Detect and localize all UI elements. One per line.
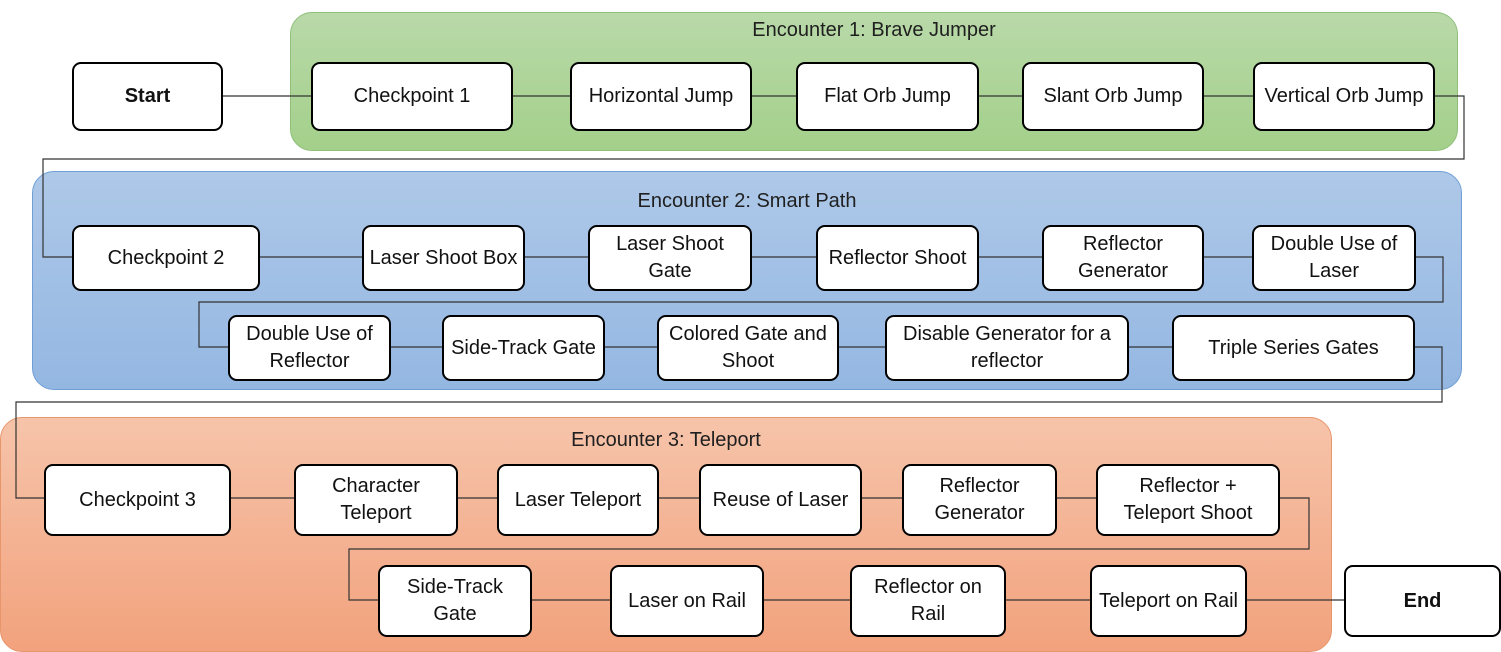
laser-shoot-box-node: Laser Shoot Box [362, 225, 525, 291]
laser-teleport-node: Laser Teleport [497, 464, 659, 536]
reflector-on-rail-node: Reflector on Rail [850, 565, 1006, 637]
start-node: Start [72, 62, 223, 131]
teleport-on-rail-node: Teleport on Rail [1090, 565, 1247, 637]
checkpoint-3-node: Checkpoint 3 [44, 464, 231, 536]
reflector-shoot-node: Reflector Shoot [816, 225, 979, 291]
side-track-gate-node: Side-Track Gate [442, 315, 605, 381]
triple-series-gates-node: Triple Series Gates [1172, 315, 1415, 381]
reflector-teleport-shoot-node: Reflector + Teleport Shoot [1096, 464, 1280, 536]
encounter-2-title: Encounter 2: Smart Path [637, 190, 857, 212]
side-track-gate-3-node: Side-Track Gate [378, 565, 532, 637]
colored-gate-and-shoot-node: Colored Gate and Shoot [657, 315, 839, 381]
reflector-generator-node: Reflector Generator [1042, 225, 1204, 291]
disable-generator-node: Disable Generator for a reflector [885, 315, 1129, 381]
horizontal-jump-node: Horizontal Jump [570, 62, 752, 131]
laser-shoot-gate-node: Laser Shoot Gate [588, 225, 752, 291]
reuse-of-laser-node: Reuse of Laser [699, 464, 862, 536]
checkpoint-1-node: Checkpoint 1 [311, 62, 513, 131]
checkpoint-2-node: Checkpoint 2 [72, 225, 260, 291]
slant-orb-jump-node: Slant Orb Jump [1022, 62, 1204, 131]
double-use-of-laser-node: Double Use of Laser [1252, 225, 1416, 291]
vertical-orb-jump-node: Vertical Orb Jump [1253, 62, 1435, 131]
laser-on-rail-node: Laser on Rail [610, 565, 764, 637]
double-use-of-reflector-node: Double Use of Reflector [228, 315, 391, 381]
flat-orb-jump-node: Flat Orb Jump [796, 62, 979, 131]
encounter-1-title: Encounter 1: Brave Jumper [752, 19, 996, 41]
reflector-generator-3-node: Reflector Generator [902, 464, 1057, 536]
end-node: End [1344, 565, 1501, 637]
character-teleport-node: Character Teleport [294, 464, 458, 536]
encounter-3-title: Encounter 3: Teleport [571, 429, 761, 451]
